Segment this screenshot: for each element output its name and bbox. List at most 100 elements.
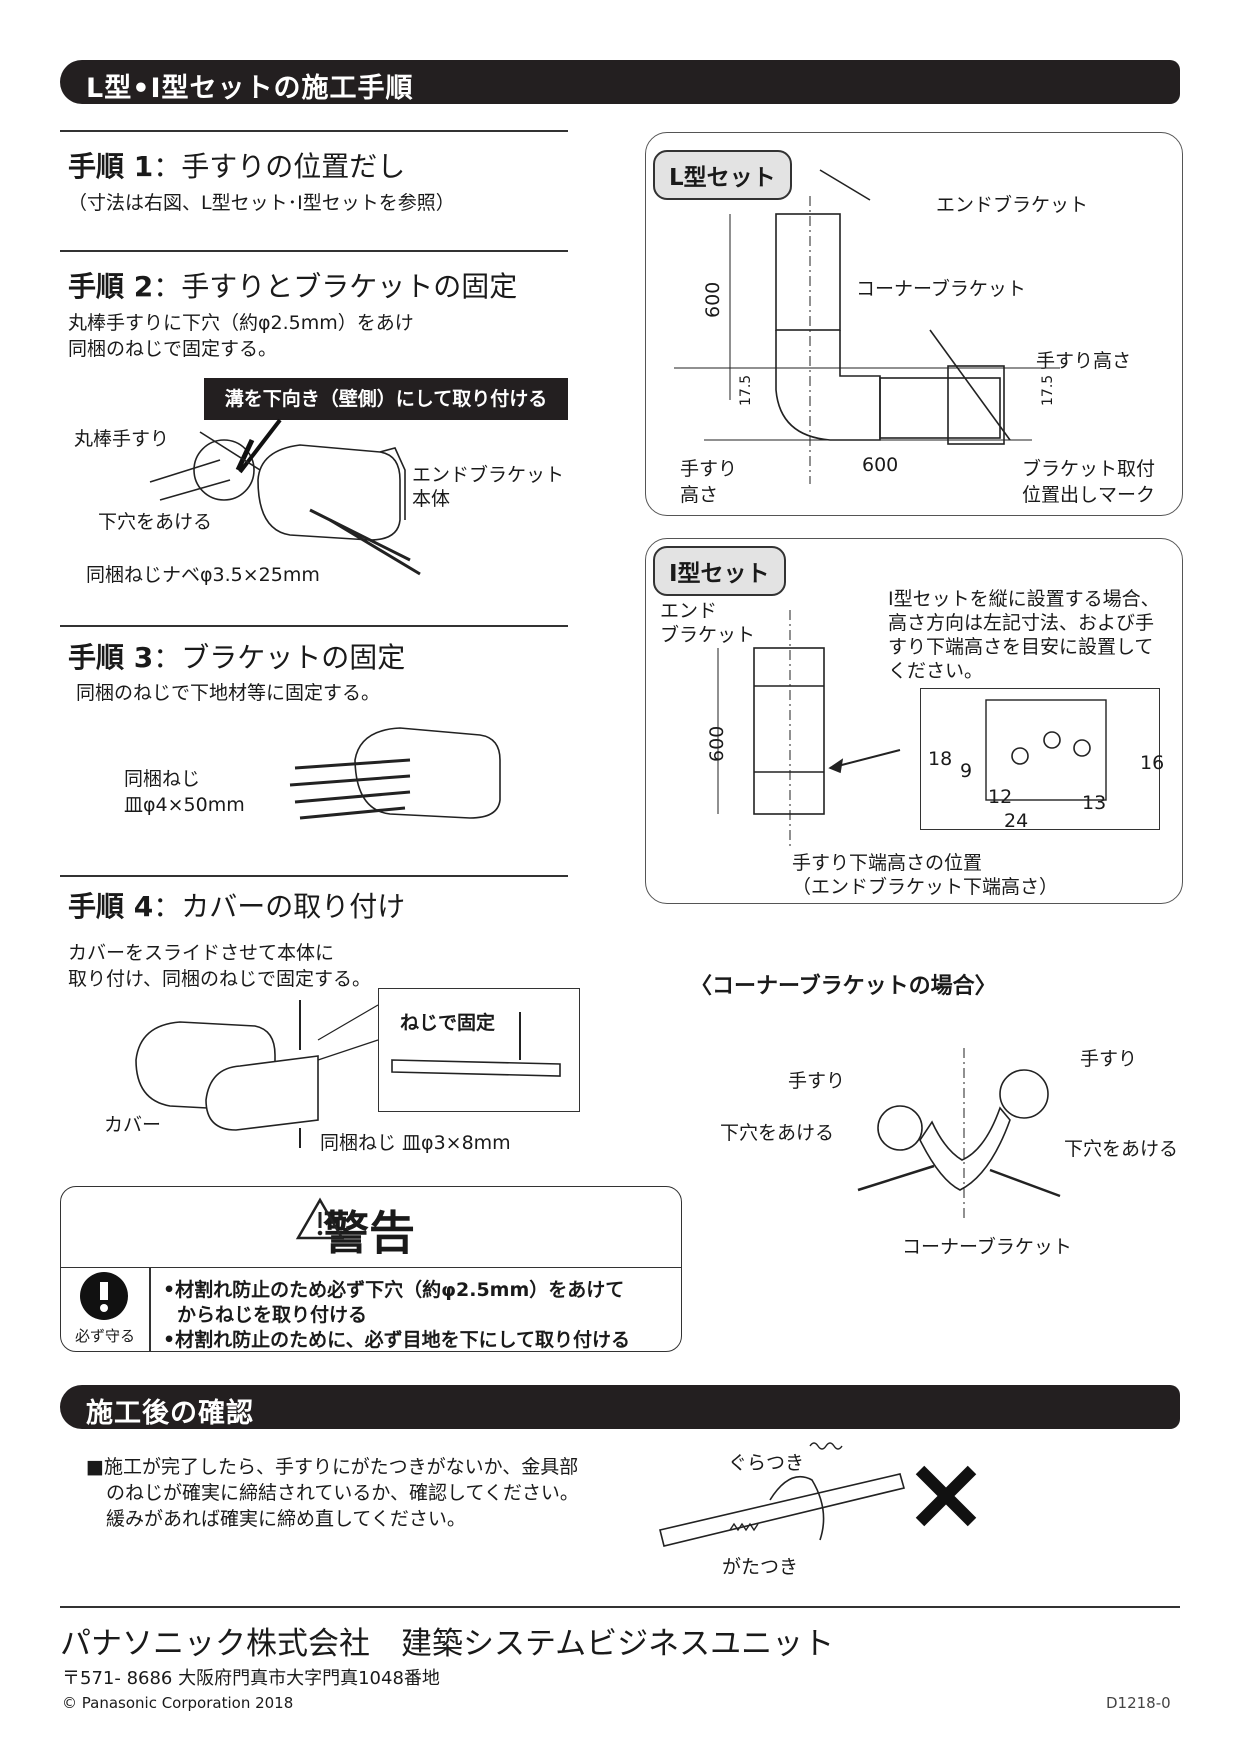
corner-bracket-label: コーナーブラケット	[902, 1236, 1072, 1258]
iset-end-1: エンド	[660, 600, 718, 622]
iset-bottom-2: （エンドブラケット下端高さ）	[792, 876, 1059, 898]
label-rod: 丸棒手すり	[74, 428, 170, 450]
corner-rail-right-icon	[999, 1069, 1049, 1119]
lset-dim-vertical: 600	[702, 281, 724, 318]
bracket-icon	[354, 727, 501, 819]
step3-heading: 手順 3：ブラケットの固定	[68, 636, 405, 676]
step1-title: ：手すりの位置だし	[153, 150, 406, 183]
step3-title: ：ブラケットの固定	[153, 641, 406, 674]
divider	[60, 625, 568, 627]
corner-title: 〈コーナーブラケットの場合〉	[690, 974, 997, 999]
warning-header: 警告	[61, 1187, 681, 1268]
step1-heading: 手順 1：手すりの位置だし	[68, 145, 405, 185]
iset-end-2: ブラケット	[660, 624, 756, 646]
label-cover: カバー	[104, 1114, 162, 1136]
step2-banner: 溝を下向き（壁側）にして取り付ける	[204, 378, 568, 420]
iset-tag: I型セット	[653, 546, 786, 596]
section-title: 施工後の確認	[86, 1398, 254, 1429]
lset-tag: L型セット	[653, 150, 792, 200]
footer-address: 〒571- 8686 大阪府門真市大字門真1048番地	[62, 1668, 440, 1689]
step4-heading: 手順 4：カバーの取り付け	[68, 885, 405, 925]
lset-corner-bracket: コーナーブラケット	[856, 278, 1026, 300]
iset-dim-vertical: 600	[706, 725, 728, 762]
label-wobble: ぐらつき	[728, 1452, 805, 1474]
dim-16: 16	[1140, 752, 1165, 774]
check-illustration	[659, 1442, 977, 1547]
lset-height-right: 手すり高さ	[1036, 350, 1132, 372]
label-screw-flat-1: 同梱ねじ	[124, 768, 201, 790]
step4-desc-1: カバーをスライドさせて本体に	[68, 942, 335, 964]
bracket-body-icon	[135, 1021, 276, 1111]
arrow-icon	[238, 418, 282, 474]
iset-bottom-1: 手すり下端高さの位置	[792, 852, 983, 874]
step4-label: 手順 4	[68, 890, 154, 923]
step2-desc-1: 丸棒手すりに下穴（約φ2.5mm）をあけ	[68, 312, 414, 334]
step2-illustration	[149, 418, 421, 576]
warning-line-3: •材割れ防止のために、必ず目地を下にして取り付ける	[163, 1329, 631, 1351]
step1-note: （寸法は右図、L型セット･I型セットを参照）	[68, 192, 455, 214]
iset-note-1: I型セットを縦に設置する場合、	[888, 588, 1160, 610]
label-screw-flat-2: 皿φ4×50mm	[124, 794, 245, 816]
corner-rail-left-icon	[877, 1105, 923, 1151]
footer-rule	[60, 1606, 1180, 1608]
inset-label: ねじで固定	[400, 1012, 496, 1034]
handrail-icon	[659, 1473, 905, 1547]
label-screw-pan: 同梱ねじナベφ3.5×25mm	[86, 564, 320, 586]
step2-title: ：手すりとブラケットの固定	[153, 270, 518, 303]
warning-box: 警告 必ず守る •材割れ防止のため必ず下穴（約φ2.5mm）をあけて からねじを…	[60, 1186, 682, 1352]
section-header-procedure: L型•I型セットの施工手順	[60, 60, 1180, 104]
lset-height-left-1: 手すり	[680, 458, 738, 480]
warning-line-1: •材割れ防止のため必ず下穴（約φ2.5mm）をあけて	[163, 1279, 625, 1301]
cross-icon	[915, 1465, 977, 1527]
iset-note-4: ください。	[888, 660, 984, 682]
step1-label: 手順 1	[68, 150, 154, 183]
corner-rail-right: 手すり	[1080, 1048, 1138, 1070]
label-end-bracket: エンドブラケット	[412, 464, 565, 486]
footer-company: パナソニック株式会社 建築システムビジネスユニット	[60, 1626, 835, 1662]
lset-dim-175-left: 17.5	[738, 374, 754, 406]
warning-divider	[149, 1267, 151, 1351]
footer-copyright: © Panasonic Corporation 2018	[62, 1694, 294, 1712]
warning-line-2: からねじを取り付ける	[177, 1304, 368, 1326]
step2-desc-2: 同梱のねじで固定する。	[68, 338, 278, 360]
dim-18: 18	[928, 748, 953, 770]
cover-icon	[205, 1055, 319, 1131]
corner-illustration	[857, 1048, 1061, 1220]
corner-bracket-icon	[919, 1106, 1011, 1191]
lset-mark-2: 位置出しマーク	[1022, 484, 1156, 506]
must-follow-label: 必ず守る	[74, 1327, 135, 1345]
section-header-check: 施工後の確認	[60, 1385, 1180, 1429]
footer-doc-code: D1218-0	[1106, 1694, 1171, 1712]
lset-mark-1: ブラケット取付	[1022, 458, 1156, 480]
iset-detail-box	[920, 688, 1160, 830]
lset-height-left-2: 高さ	[680, 484, 719, 506]
label-rattle: がたつき	[722, 1556, 799, 1578]
label-body: 本体	[412, 488, 451, 510]
step2-label: 手順 2	[68, 270, 154, 303]
warning-title: 警告	[323, 1206, 415, 1260]
dim-12: 12	[988, 786, 1013, 808]
label-screw-cover: 同梱ねじ 皿φ3×8mm	[320, 1132, 511, 1154]
arrow-down-icon	[235, 438, 255, 472]
divider	[60, 130, 568, 132]
iset-note-3: すり下端高さを目安に設置して	[888, 636, 1154, 658]
step3-desc: 同梱のねじで下地材等に固定する。	[76, 682, 381, 704]
lset-end-bracket: エンドブラケット	[936, 194, 1089, 216]
divider	[60, 875, 568, 877]
rod-end-icon	[193, 439, 255, 501]
lset-dim-horizontal: 600	[862, 454, 899, 476]
check-line-1: ■施工が完了したら、手すりにがたつきがないか、金具部	[86, 1456, 579, 1478]
step4-title: ：カバーの取り付け	[153, 890, 406, 923]
end-bracket-body-icon	[257, 444, 401, 541]
step3-label: 手順 3	[68, 641, 154, 674]
iset-note-2: 高さ方向は左記寸法、および手	[888, 612, 1155, 634]
dim-13: 13	[1082, 792, 1107, 814]
label-pilot-hole: 下穴をあける	[98, 511, 213, 533]
corner-hole-right: 下穴をあける	[1064, 1138, 1179, 1160]
corner-hole-left: 下穴をあける	[720, 1122, 835, 1144]
dim-24: 24	[1004, 810, 1029, 832]
step4-desc-2: 取り付け、同梱のねじで固定する。	[68, 968, 372, 990]
wobble-icon	[809, 1442, 843, 1450]
step3-illustration	[289, 727, 501, 820]
lset-dim-175-right: 17.5	[1040, 374, 1056, 406]
